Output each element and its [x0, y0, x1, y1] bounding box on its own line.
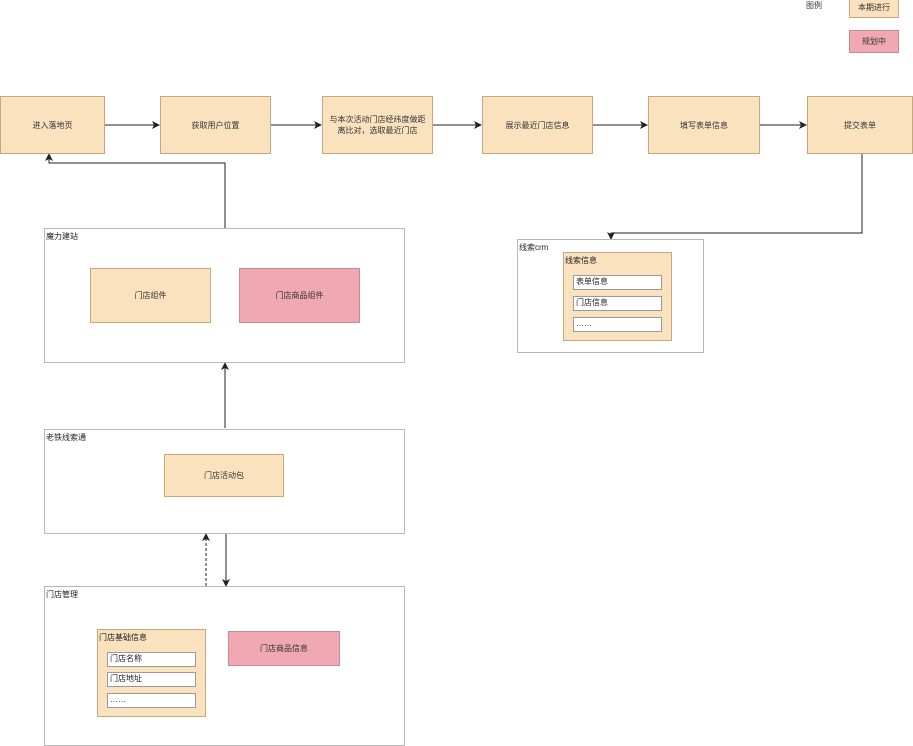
- clue-form-info-field: 表单信息: [573, 275, 662, 290]
- store-goods-component[interactable]: 门店商品组件: [239, 268, 360, 323]
- legend-current-label: 本期进行: [858, 2, 890, 12]
- store-component[interactable]: 门店组件: [90, 268, 211, 323]
- step-landing-page[interactable]: 进入落地页: [0, 96, 105, 154]
- step-landing-page-label: 进入落地页: [32, 120, 73, 130]
- store-basic-info-title: 门店基础信息: [99, 633, 147, 642]
- store-goods-component-label: 门店商品组件: [275, 291, 324, 300]
- store-name-field: 门店名称: [107, 652, 196, 667]
- clue-info-title: 线索信息: [565, 256, 597, 265]
- step-distance-match-label: 与本次活动门店经纬度做距离比对，选取最近门店: [329, 115, 426, 135]
- step-fill-form-label: 填写表单信息: [680, 120, 728, 130]
- clue-crm-title: 线索crm: [519, 243, 549, 252]
- store-activity-pack[interactable]: 门店活动包: [164, 454, 284, 497]
- step-show-nearest-store-label: 展示最近门店信息: [505, 120, 570, 130]
- step-submit-form[interactable]: 提交表单: [807, 96, 913, 154]
- laotie-title: 老铁线索通: [46, 433, 86, 442]
- legend-planned-swatch: 规划中: [849, 30, 899, 53]
- step-distance-match[interactable]: 与本次活动门店经纬度做距离比对，选取最近门店: [322, 96, 433, 154]
- store-goods-info-label: 门店商品信息: [260, 644, 308, 653]
- store-address-field: 门店地址: [107, 672, 196, 687]
- store-component-label: 门店组件: [134, 291, 167, 300]
- clue-info-box[interactable]: 线索信息 表单信息 门店信息 ……: [563, 252, 672, 341]
- legend-planned-label: 规划中: [862, 37, 886, 46]
- store-more-field: ……: [107, 693, 196, 708]
- mofang-title: 魔力建站: [46, 232, 78, 241]
- store-mgmt-container[interactable]: 门店管理: [44, 586, 405, 746]
- store-goods-info[interactable]: 门店商品信息: [228, 631, 340, 666]
- legend-current-swatch: 本期进行: [849, 0, 899, 18]
- step-get-location[interactable]: 获取用户位置: [160, 96, 271, 154]
- step-submit-form-label: 提交表单: [844, 120, 876, 130]
- store-basic-info-box[interactable]: 门店基础信息 门店名称 门店地址 ……: [97, 629, 206, 717]
- arrow-mofang-to-landing: [45, 153, 226, 228]
- arrow-submit-to-crm: [607, 154, 863, 240]
- step-get-location-label: 获取用户位置: [191, 120, 240, 130]
- clue-more-field: ……: [573, 317, 662, 332]
- clue-store-info-field: 门店信息: [573, 296, 662, 311]
- step-fill-form[interactable]: 填写表单信息: [648, 96, 760, 154]
- store-activity-pack-label: 门店活动包: [204, 471, 244, 480]
- step-show-nearest-store[interactable]: 展示最近门店信息: [482, 96, 593, 154]
- legend-title: 图例: [806, 1, 822, 10]
- store-mgmt-title: 门店管理: [46, 590, 78, 599]
